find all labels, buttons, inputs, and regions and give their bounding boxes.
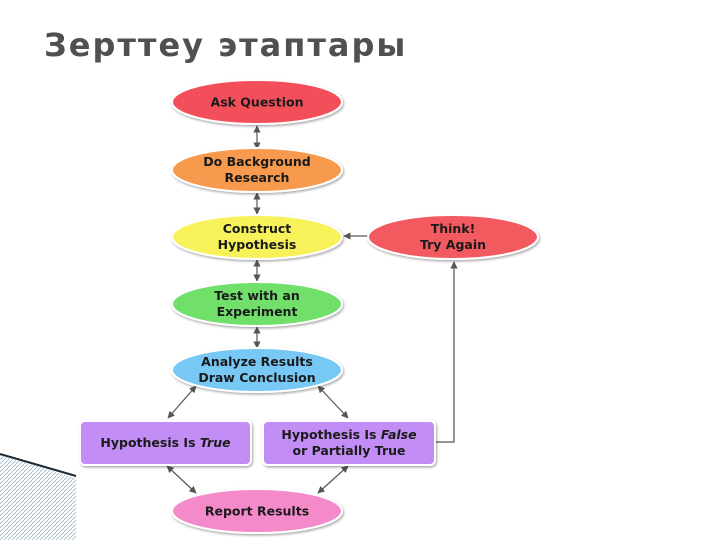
node-hypothesis-false: Hypothesis Is False or Partially True bbox=[262, 420, 436, 466]
hatch-wedge bbox=[0, 454, 76, 540]
label-ask-question: Ask Question bbox=[211, 95, 304, 110]
label-hypothesis-false-line2: or Partially True bbox=[293, 443, 406, 458]
ellipse-background-research bbox=[171, 147, 343, 193]
ellipse-ask-question bbox=[171, 79, 343, 125]
node-ask-question: Ask Question bbox=[171, 79, 343, 125]
node-experiment: Test with an Experiment bbox=[171, 281, 343, 327]
arrow-false-to-report bbox=[317, 465, 349, 494]
label-hypothesis-false-line1: Hypothesis Is False bbox=[281, 427, 416, 442]
arrow-false-to-think bbox=[436, 261, 458, 443]
label-think-again-line2: Try Again bbox=[420, 237, 486, 252]
arrow-analyze-to-true bbox=[167, 385, 197, 419]
node-hypothesis-true: Hypothesis Is True bbox=[79, 420, 252, 466]
ellipse-experiment bbox=[171, 281, 343, 327]
node-report-results: Report Results bbox=[171, 488, 343, 534]
label-construct-hypothesis-line1: Construct bbox=[223, 221, 292, 236]
node-analyze: Analyze Results Draw Conclusion bbox=[171, 347, 343, 393]
label-think-again-line1: Think! bbox=[431, 221, 476, 236]
label-report-results: Report Results bbox=[205, 504, 309, 519]
arrow-true-to-report bbox=[166, 465, 197, 494]
label-hypothesis-true-prefix: Hypothesis Is bbox=[100, 435, 199, 450]
box-hypothesis-false bbox=[262, 420, 436, 466]
arrow-analyze-to-false bbox=[317, 385, 349, 419]
label-construct-hypothesis-line2: Hypothesis bbox=[218, 237, 297, 252]
node-construct-hypothesis: Construct Hypothesis bbox=[171, 214, 343, 260]
label-hypothesis-false-prefix: Hypothesis Is bbox=[281, 427, 380, 442]
label-experiment-line2: Experiment bbox=[217, 304, 298, 319]
ellipse-analyze bbox=[171, 347, 343, 393]
label-hypothesis-false-emphasis: False bbox=[381, 427, 417, 442]
box-hypothesis-true bbox=[79, 420, 252, 466]
node-think-again: Think! Try Again bbox=[367, 214, 539, 260]
label-analyze-line1: Analyze Results bbox=[201, 354, 313, 369]
label-background-research-line2: Research bbox=[225, 170, 290, 185]
label-experiment-line1: Test with an bbox=[214, 288, 300, 303]
label-hypothesis-true-emphasis: True bbox=[200, 435, 231, 450]
wedge-edge bbox=[0, 453, 77, 477]
ellipse-report-results bbox=[171, 488, 343, 534]
connectors bbox=[166, 125, 458, 494]
slide-title: Зерттеу этаптары bbox=[44, 26, 408, 64]
label-analyze-line2: Draw Conclusion bbox=[198, 370, 315, 385]
label-hypothesis-true: Hypothesis Is True bbox=[100, 435, 230, 450]
ellipse-think-again bbox=[367, 214, 539, 260]
ellipse-construct-hypothesis bbox=[171, 214, 343, 260]
label-background-research-line1: Do Background bbox=[203, 154, 310, 169]
node-background-research: Do Background Research bbox=[171, 147, 343, 193]
